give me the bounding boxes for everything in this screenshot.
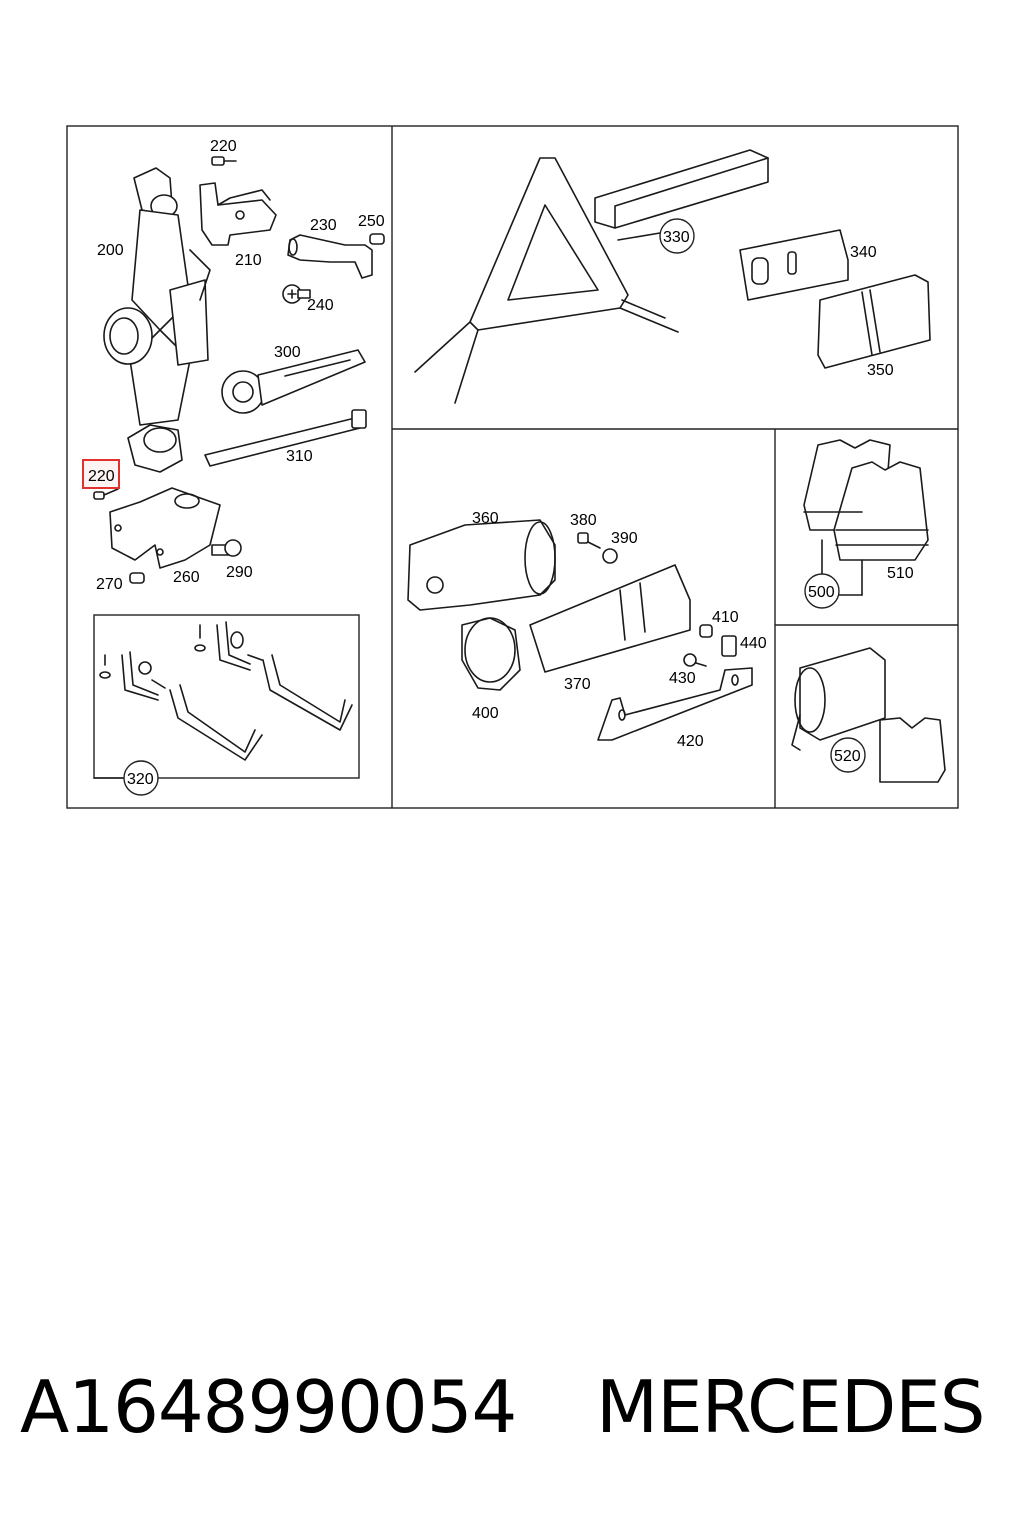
bag-520[interactable] — [791, 647, 946, 783]
nut-390[interactable] — [602, 548, 618, 564]
part-number: A1648990054 — [20, 1365, 517, 1449]
callout-520[interactable]: 520 — [834, 748, 861, 765]
callout-circle-330 — [659, 218, 695, 254]
callout-330[interactable]: 330 — [663, 229, 690, 246]
callout-440[interactable]: 440 — [740, 635, 767, 652]
diagram-frames — [66, 125, 959, 809]
callout-circle-500 — [804, 573, 840, 609]
callout-220-selected[interactable]: 220 — [88, 468, 115, 485]
straps-320[interactable] — [99, 621, 353, 761]
callout-420[interactable]: 420 — [677, 733, 704, 750]
callout-circle-320 — [123, 760, 159, 796]
rod-310[interactable] — [204, 409, 367, 467]
clip-440[interactable] — [721, 635, 737, 657]
caption: A1648990054 MERCEDES — [0, 1365, 1024, 1475]
callout-230[interactable]: 230 — [310, 217, 337, 234]
jack-illustration[interactable] — [103, 167, 211, 473]
callout-320[interactable]: 320 — [127, 771, 154, 788]
bracket-260[interactable] — [109, 487, 221, 569]
clamp-230[interactable] — [287, 234, 373, 279]
vests-500-510[interactable] — [803, 439, 929, 561]
callout-510[interactable]: 510 — [887, 565, 914, 582]
bolt-220-top[interactable] — [211, 156, 237, 166]
callout-260[interactable]: 260 — [173, 569, 200, 586]
callout-340[interactable]: 340 — [850, 244, 877, 261]
callout-210[interactable]: 210 — [235, 252, 262, 269]
holder-340[interactable] — [739, 229, 849, 301]
callout-390[interactable]: 390 — [611, 530, 638, 547]
bolt-240[interactable] — [282, 284, 311, 304]
bolt-380[interactable] — [577, 532, 601, 549]
bolt-290[interactable] — [211, 539, 242, 557]
callout-500[interactable]: 500 — [808, 584, 835, 601]
callout-200[interactable]: 200 — [97, 242, 124, 259]
warning-triangle-illustration[interactable] — [414, 157, 679, 404]
callout-240[interactable]: 240 — [307, 297, 334, 314]
bolt-270[interactable] — [129, 572, 145, 584]
callout-300[interactable]: 300 — [274, 344, 301, 361]
callout-290[interactable]: 290 — [226, 564, 253, 581]
holder-370[interactable] — [529, 564, 691, 673]
canister-360[interactable] — [407, 519, 556, 611]
selected-callout-highlight[interactable] — [82, 459, 120, 489]
parts-diagram: 220 200 210 230 250 240 300 310 220 270 … — [66, 125, 959, 809]
brand-name: MERCEDES — [596, 1365, 985, 1449]
case-330[interactable] — [594, 149, 769, 241]
bolt-430[interactable] — [683, 653, 707, 667]
bolt-250[interactable] — [369, 233, 385, 245]
part-410[interactable] — [699, 624, 713, 638]
callout-370[interactable]: 370 — [564, 676, 591, 693]
callout-360[interactable]: 360 — [472, 510, 499, 527]
callout-220-top[interactable]: 220 — [210, 138, 237, 155]
callout-250[interactable]: 250 — [358, 213, 385, 230]
callout-380[interactable]: 380 — [570, 512, 597, 529]
bracket-210[interactable] — [199, 182, 277, 246]
callout-410[interactable]: 410 — [712, 609, 739, 626]
bolt-220-selected[interactable] — [93, 488, 119, 500]
callout-270[interactable]: 270 — [96, 576, 123, 593]
clamp-400[interactable] — [461, 617, 521, 691]
callout-350[interactable]: 350 — [867, 362, 894, 379]
callout-310[interactable]: 310 — [286, 448, 313, 465]
callout-430[interactable]: 430 — [669, 670, 696, 687]
wrench-300[interactable] — [221, 349, 366, 414]
pouch-350[interactable] — [817, 274, 931, 369]
callout-circle-520 — [830, 737, 866, 773]
panel-420[interactable] — [597, 667, 753, 741]
callout-400[interactable]: 400 — [472, 705, 499, 722]
